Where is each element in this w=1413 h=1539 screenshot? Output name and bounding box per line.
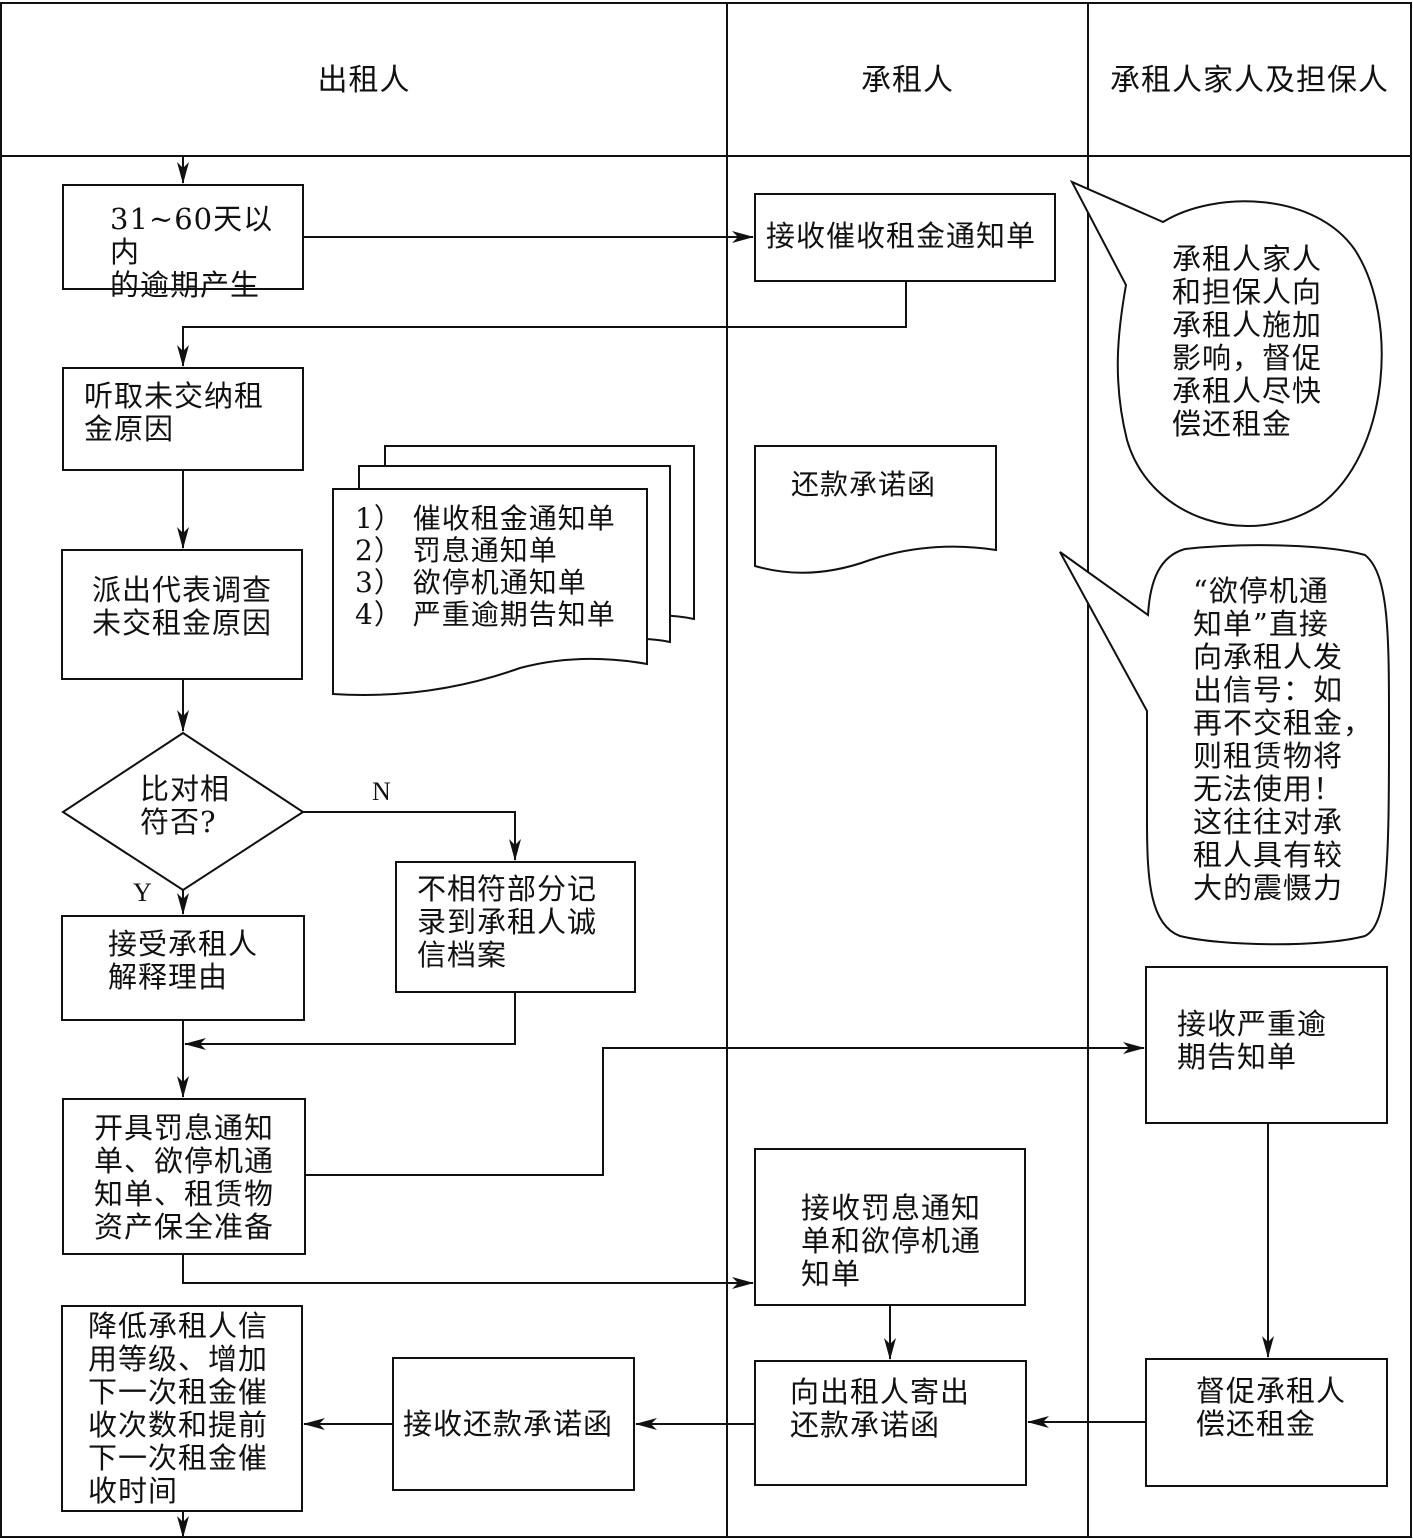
box-issue-notices	[62, 1098, 306, 1255]
node-documents: 1） 催收租金通知单 2） 罚息通知单 3） 欲停机通知单 4） 严重逾期告知单	[355, 502, 616, 631]
node-family-bubble: 承租人家人 和担保人向 承租人施加 影响，督促 承租人尽快 偿还租金	[1172, 242, 1323, 441]
node-accept-reason: 接受承租人 解释理由	[108, 927, 259, 994]
doc-promise	[754, 445, 997, 574]
doc-stack-front	[332, 488, 648, 696]
node-receive-notice: 接收催收租金通知单	[766, 219, 1037, 253]
node-shutdown-bubble: “欲停机通 知单”直接 向承租人发 出信号：如 再不交租金， 则租赁物将 无法使…	[1193, 574, 1374, 905]
arrow-decision-no	[303, 811, 521, 861]
node-lower-credit: 降低承租人信 用等级、增加 下一次租金催 收次数和提前 下一次租金催 收时间	[88, 1309, 269, 1508]
arrow-issue-to-penalty	[182, 1254, 754, 1289]
box-receive-serious	[1145, 966, 1388, 1124]
node-promise-doc: 还款承诺函	[791, 468, 937, 501]
node-record-mismatch: 不相符部分记 录到承租人诚 信档案	[417, 872, 598, 972]
box-investigate	[61, 549, 303, 680]
box-receive-notice	[754, 193, 1056, 282]
node-overdue: 31~60天以内 的逾期产生	[110, 202, 274, 302]
node-compare: 比对相 符否?	[140, 772, 231, 839]
bubble-shutdown	[1059, 544, 1391, 946]
bubble-family	[1069, 179, 1383, 527]
lane-header-lessor: 出租人	[317, 63, 411, 98]
box-receive-promise	[392, 1357, 635, 1491]
box-overdue	[62, 184, 304, 290]
box-accept-reason	[61, 915, 305, 1021]
node-receive-promise: 接收还款承诺函	[403, 1407, 614, 1441]
node-issue-notices: 开具罚息通知 单、欲停机通 知单、租赁物 资产保全准备	[94, 1111, 275, 1244]
node-investigate: 派出代表调查 未交租金原因	[92, 573, 273, 640]
box-listen-reason	[62, 367, 304, 471]
box-lower-credit	[61, 1305, 303, 1512]
box-send-promise	[754, 1360, 1027, 1486]
node-send-promise: 向出租人寄出 还款承诺函	[790, 1375, 971, 1442]
box-receive-penalty	[754, 1148, 1026, 1306]
node-listen-reason: 听取未交纳租 金原因	[84, 379, 265, 446]
node-receive-serious: 接收严重逾 期告知单	[1177, 1007, 1328, 1074]
lane-header-lessee: 承租人	[861, 63, 954, 98]
node-receive-penalty: 接收罚息通知 单和欲停机通 知单	[801, 1191, 982, 1291]
arrow-record-merge	[184, 992, 516, 1050]
label-no: N	[372, 777, 392, 806]
arrow-notice-to-listen	[177, 281, 907, 367]
arrow-issue-to-serious	[305, 1042, 1145, 1176]
node-urge-repay: 督促承租人 偿还租金	[1196, 1374, 1347, 1441]
lane-header-family: 承租人家人及担保人	[1110, 63, 1389, 98]
box-urge-repay	[1145, 1358, 1388, 1487]
label-yes: Y	[133, 878, 153, 907]
